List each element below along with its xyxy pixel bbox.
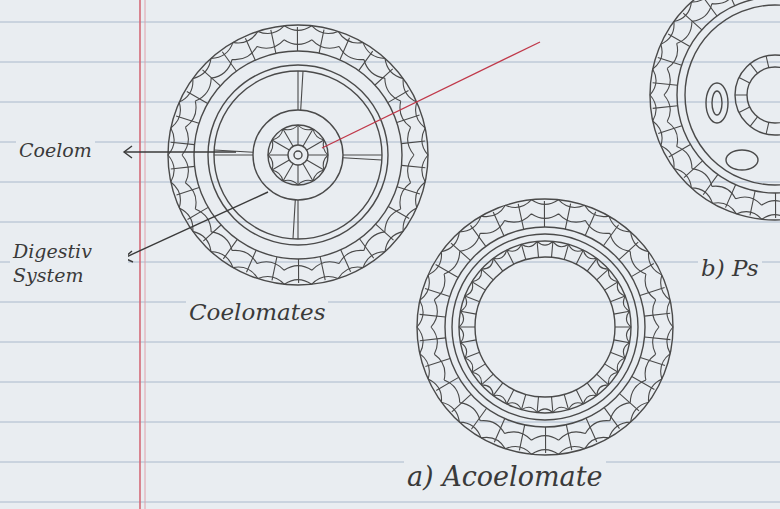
leader-line [124,192,268,258]
body-wall-outline [168,25,428,285]
red-pointer-line [322,42,540,148]
gut-wall [268,125,328,185]
gut-wall [253,110,343,200]
epidermis-cells [417,200,673,455]
leader-arrowhead [124,146,132,158]
margin-line [139,0,141,509]
ruled-line [0,222,780,223]
organ-outline [706,83,728,123]
muscle-layer [445,227,645,427]
gut-cells [459,241,631,412]
mesoderm-layer [459,241,631,413]
figure-caption: b) Ps [698,254,762,283]
gut-cells [459,241,631,412]
ruled-line [0,382,780,383]
ruled-line [0,22,780,23]
leader-line [124,151,236,152]
peritoneum [214,71,382,239]
gut-lumen [475,257,615,397]
muscle-layer [677,0,780,193]
epidermis-cells [664,0,780,205]
gut-lumen [294,151,302,159]
part-label: Coelom [16,139,95,163]
ruled-line [0,182,780,183]
muscle-layer [208,65,388,245]
leader-lines [124,146,268,262]
mesentery [214,71,382,239]
margin-line [145,0,146,509]
gut-wall [735,55,780,135]
epidermis-cells [650,0,780,219]
muscle-layer [685,5,780,185]
cell-walls [653,0,780,218]
gut-wall [747,67,780,123]
figure-caption: a) Acoelomate [404,460,606,494]
epidermis-cells [182,40,414,270]
cell-walls [420,201,671,453]
organ-outline [726,150,758,170]
ruled-lines [0,22,780,502]
epidermis-cells [168,26,428,285]
body-wall-outline [650,0,780,220]
ruled-line [0,462,780,463]
gut-lumen [288,145,308,165]
epidermis-cells [431,214,659,440]
ruled-line [0,342,780,343]
body-wall-outline [417,199,673,455]
muscle-layer [452,234,638,420]
gut-cells [268,125,328,185]
pencil-drawing [168,0,780,455]
muscle-layer [194,51,402,259]
ruled-line [0,302,780,303]
ruled-line [0,502,780,503]
gut-cells [735,56,780,134]
cell-walls [171,27,426,283]
mesentery [214,71,382,239]
gut-cells [268,125,328,185]
part-label: Digestiv System [10,240,128,288]
organ-outline [712,91,722,115]
ruled-line [0,422,780,423]
figure-caption: Coelomates [186,298,328,327]
ruled-line [0,142,780,143]
